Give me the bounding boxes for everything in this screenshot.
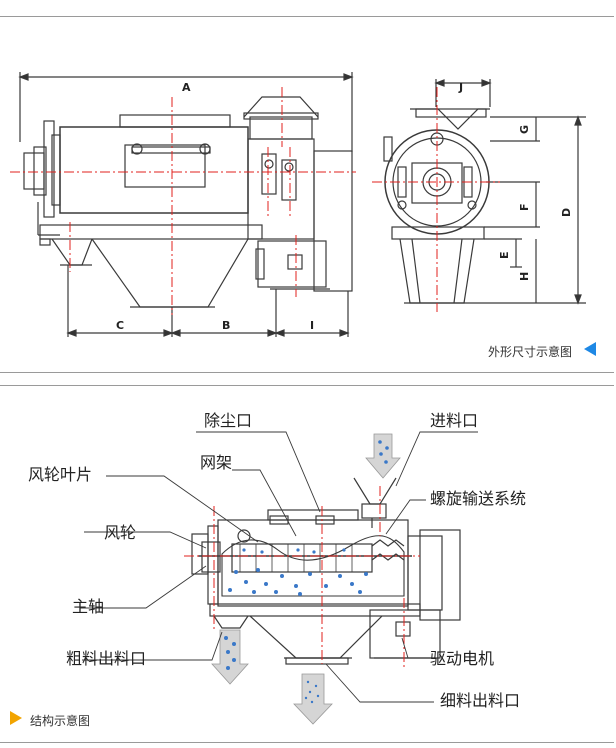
caption-arrow-icon <box>10 711 22 725</box>
dim-label-f: F <box>518 203 531 211</box>
fine-outlet-arrow-icon <box>293 673 333 725</box>
structure-drawing-panel: 除尘口 进料口 风轮叶片 网架 螺旋输送系统 风轮 主轴 粗料出料口 驱动电机 … <box>0 385 614 743</box>
dim-label-i: I <box>310 319 314 332</box>
label-screw-conveyor: 螺旋输送系统 <box>430 489 526 508</box>
dim-label-e: E <box>498 251 511 259</box>
label-drive-motor: 驱动电机 <box>430 649 494 668</box>
dim-label-h: H <box>518 272 531 281</box>
label-dust-outlet: 除尘口 <box>204 411 252 430</box>
structure-drawing-caption: 结构示意图 <box>30 714 91 728</box>
dim-label-g: G <box>518 125 531 134</box>
dimension-drawing: A C B I J G F D E H <box>10 72 586 337</box>
label-fan-blade: 风轮叶片 <box>28 465 92 484</box>
label-fan-wheel: 风轮 <box>104 523 136 542</box>
caption-arrow-icon <box>584 342 596 356</box>
dim-label-j: J <box>458 81 463 94</box>
dim-label-a: A <box>182 81 191 94</box>
dim-label-c: C <box>116 319 124 332</box>
dim-label-b: B <box>222 319 230 332</box>
structure-drawing: 除尘口 进料口 风轮叶片 网架 螺旋输送系统 风轮 主轴 粗料出料口 驱动电机 … <box>28 411 526 725</box>
label-coarse-outlet: 粗料出料口 <box>66 649 146 668</box>
dimension-drawing-panel: A C B I J G F D E H 外形尺寸示意图 <box>0 16 614 373</box>
feed-inlet-arrow-icon <box>365 433 401 479</box>
label-main-shaft: 主轴 <box>72 597 104 616</box>
dim-label-d: D <box>560 208 573 217</box>
label-screen-frame: 网架 <box>200 453 232 472</box>
dimension-drawing-caption: 外形尺寸示意图 <box>487 345 572 359</box>
coarse-outlet-arrow-icon <box>211 629 249 685</box>
label-fine-outlet: 细料出料口 <box>440 691 520 710</box>
label-feed-inlet: 进料口 <box>430 411 478 430</box>
